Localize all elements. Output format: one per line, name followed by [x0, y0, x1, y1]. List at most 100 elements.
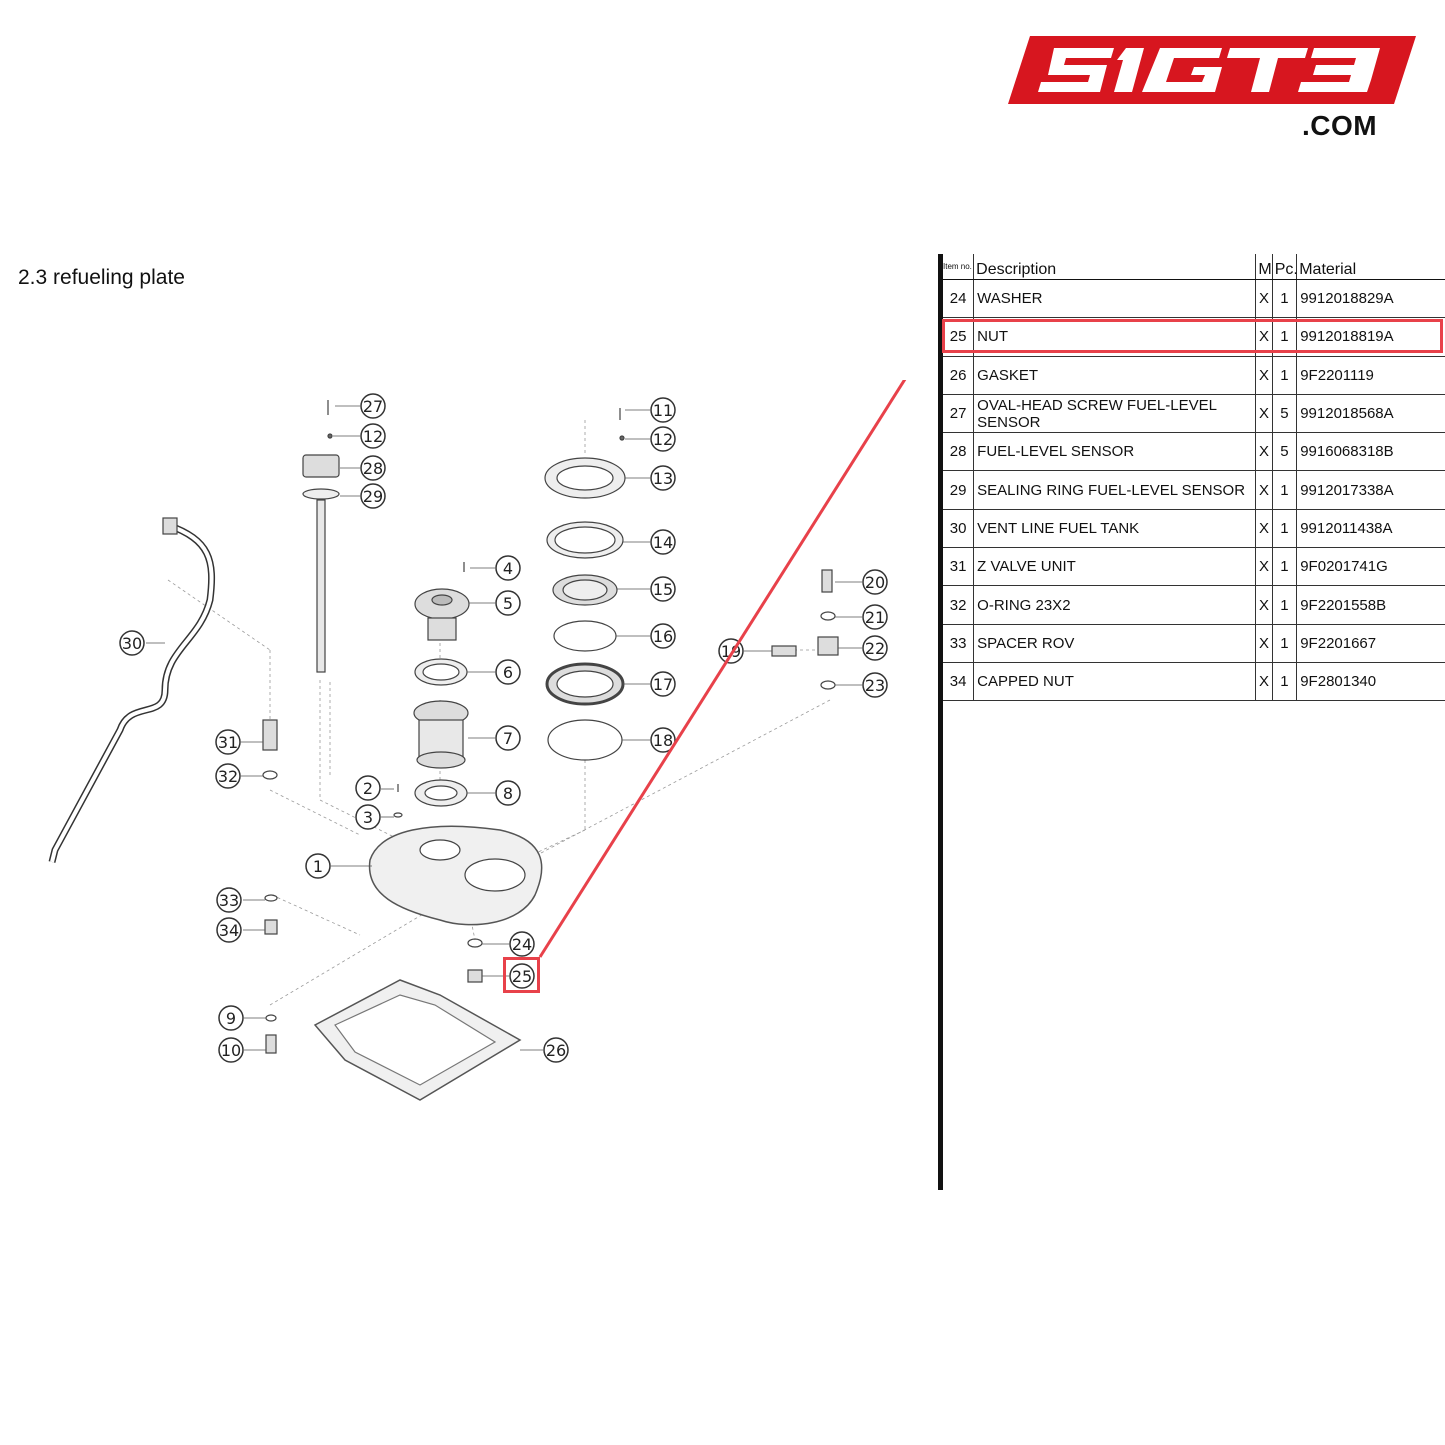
callout-label: 34: [219, 921, 239, 940]
cell-pc: 1: [1271, 509, 1297, 549]
cell-m: X: [1255, 509, 1273, 549]
cell-description: SPACER ROV: [973, 624, 1256, 663]
callout-10[interactable]: 10: [218, 1037, 244, 1063]
callout-6[interactable]: 6: [495, 659, 521, 685]
cell-description: GASKET: [973, 356, 1256, 395]
cell-item-no: 30: [943, 509, 974, 549]
sigt3-logo[interactable]: [1008, 34, 1418, 142]
table-divider: [938, 254, 943, 1190]
cell-description: CAPPED NUT: [973, 662, 1256, 702]
callout-20[interactable]: 20: [862, 569, 888, 595]
callout-label: 5: [503, 594, 513, 613]
cell-material: 9912018829A: [1296, 279, 1445, 319]
callout-label: 1: [313, 857, 323, 876]
callout-label: 12: [653, 430, 673, 449]
callout-13[interactable]: 13: [650, 465, 676, 491]
callout-18[interactable]: 18: [650, 727, 676, 753]
cell-m: X: [1255, 279, 1273, 319]
callout-30[interactable]: 30: [119, 630, 145, 656]
header-item-no: Item no.: [943, 254, 974, 280]
callout-label: 32: [218, 767, 238, 786]
cell-material: 9F2201119: [1296, 356, 1445, 395]
cell-item-no: 28: [943, 432, 974, 472]
callout-29[interactable]: 29: [360, 483, 386, 509]
callout-5[interactable]: 5: [495, 590, 521, 616]
callout-label: 7: [503, 729, 513, 748]
cell-m: X: [1255, 317, 1273, 357]
cell-item-no: 27: [943, 394, 974, 434]
cell-m: X: [1255, 662, 1273, 702]
callout-label: 21: [865, 608, 885, 627]
cell-item-no: 34: [943, 662, 974, 702]
callout-label: 16: [653, 627, 673, 646]
header-material: Material: [1296, 254, 1445, 280]
callout-label: 31: [218, 733, 238, 752]
cell-material: 9912018568A: [1296, 394, 1445, 434]
callout-16[interactable]: 16: [650, 623, 676, 649]
cell-m: X: [1255, 432, 1273, 472]
cell-item-no: 32: [943, 585, 974, 625]
callout-32[interactable]: 32: [215, 763, 241, 789]
cell-material: 9912011438A: [1296, 509, 1445, 549]
callout-7[interactable]: 7: [495, 725, 521, 751]
cell-description: Z VALVE UNIT: [973, 547, 1256, 587]
callout-1[interactable]: 1: [305, 853, 331, 879]
callout-9[interactable]: 9: [218, 1005, 244, 1031]
cell-description: O-RING 23X2: [973, 585, 1256, 625]
callout-33[interactable]: 33: [216, 887, 242, 913]
callout-label: 14: [653, 533, 673, 552]
callout-8[interactable]: 8: [495, 780, 521, 806]
callout-21[interactable]: 21: [862, 604, 888, 630]
callout-label: 13: [653, 469, 673, 488]
callout-31[interactable]: 31: [215, 729, 241, 755]
cell-material: 9F2201667: [1296, 624, 1445, 663]
callout-12[interactable]: 12: [650, 426, 676, 452]
callout-label: 20: [865, 573, 885, 592]
highlight-row-box: [942, 319, 1443, 353]
callout-4[interactable]: 4: [495, 555, 521, 581]
cell-description: OVAL-HEAD SCREW FUEL-LEVEL SENSOR: [973, 394, 1256, 434]
callout-label: 26: [546, 1041, 566, 1060]
cell-material: 9912017338A: [1296, 470, 1445, 510]
callout-17[interactable]: 17: [650, 671, 676, 697]
callout-label: 4: [503, 559, 513, 578]
callout-2[interactable]: 2: [355, 775, 381, 801]
callout-26[interactable]: 26: [543, 1037, 569, 1063]
cell-m: X: [1255, 547, 1273, 587]
callout-label: 23: [865, 676, 885, 695]
callout-22[interactable]: 22: [862, 635, 888, 661]
cell-pc: 1: [1271, 662, 1297, 702]
callout-label: 15: [653, 580, 673, 599]
callout-11[interactable]: 11: [650, 397, 676, 423]
cell-m: X: [1255, 585, 1273, 625]
cell-material: 9F2801340: [1296, 662, 1445, 702]
cell-description: FUEL-LEVEL SENSOR: [973, 432, 1256, 472]
callout-25[interactable]: 25: [509, 963, 535, 989]
callout-label: 24: [512, 935, 532, 954]
cell-description: VENT LINE FUEL TANK: [973, 509, 1256, 549]
cell-m: X: [1255, 624, 1273, 663]
callout-3[interactable]: 3: [355, 804, 381, 830]
callout-15[interactable]: 15: [650, 576, 676, 602]
callout-28[interactable]: 28: [360, 455, 386, 481]
cell-description: SEALING RING FUEL-LEVEL SENSOR: [973, 470, 1256, 510]
cell-pc: 1: [1271, 547, 1297, 587]
exploded-diagram: 1234567891011121213141516171819202122232…: [48, 380, 907, 1101]
cell-m: X: [1255, 356, 1273, 395]
callout-14[interactable]: 14: [650, 529, 676, 555]
callout-34[interactable]: 34: [216, 917, 242, 943]
callout-27[interactable]: 27: [360, 393, 386, 419]
callout-23[interactable]: 23: [862, 672, 888, 698]
callout-12[interactable]: 12: [360, 423, 386, 449]
callout-24[interactable]: 24: [509, 931, 535, 957]
